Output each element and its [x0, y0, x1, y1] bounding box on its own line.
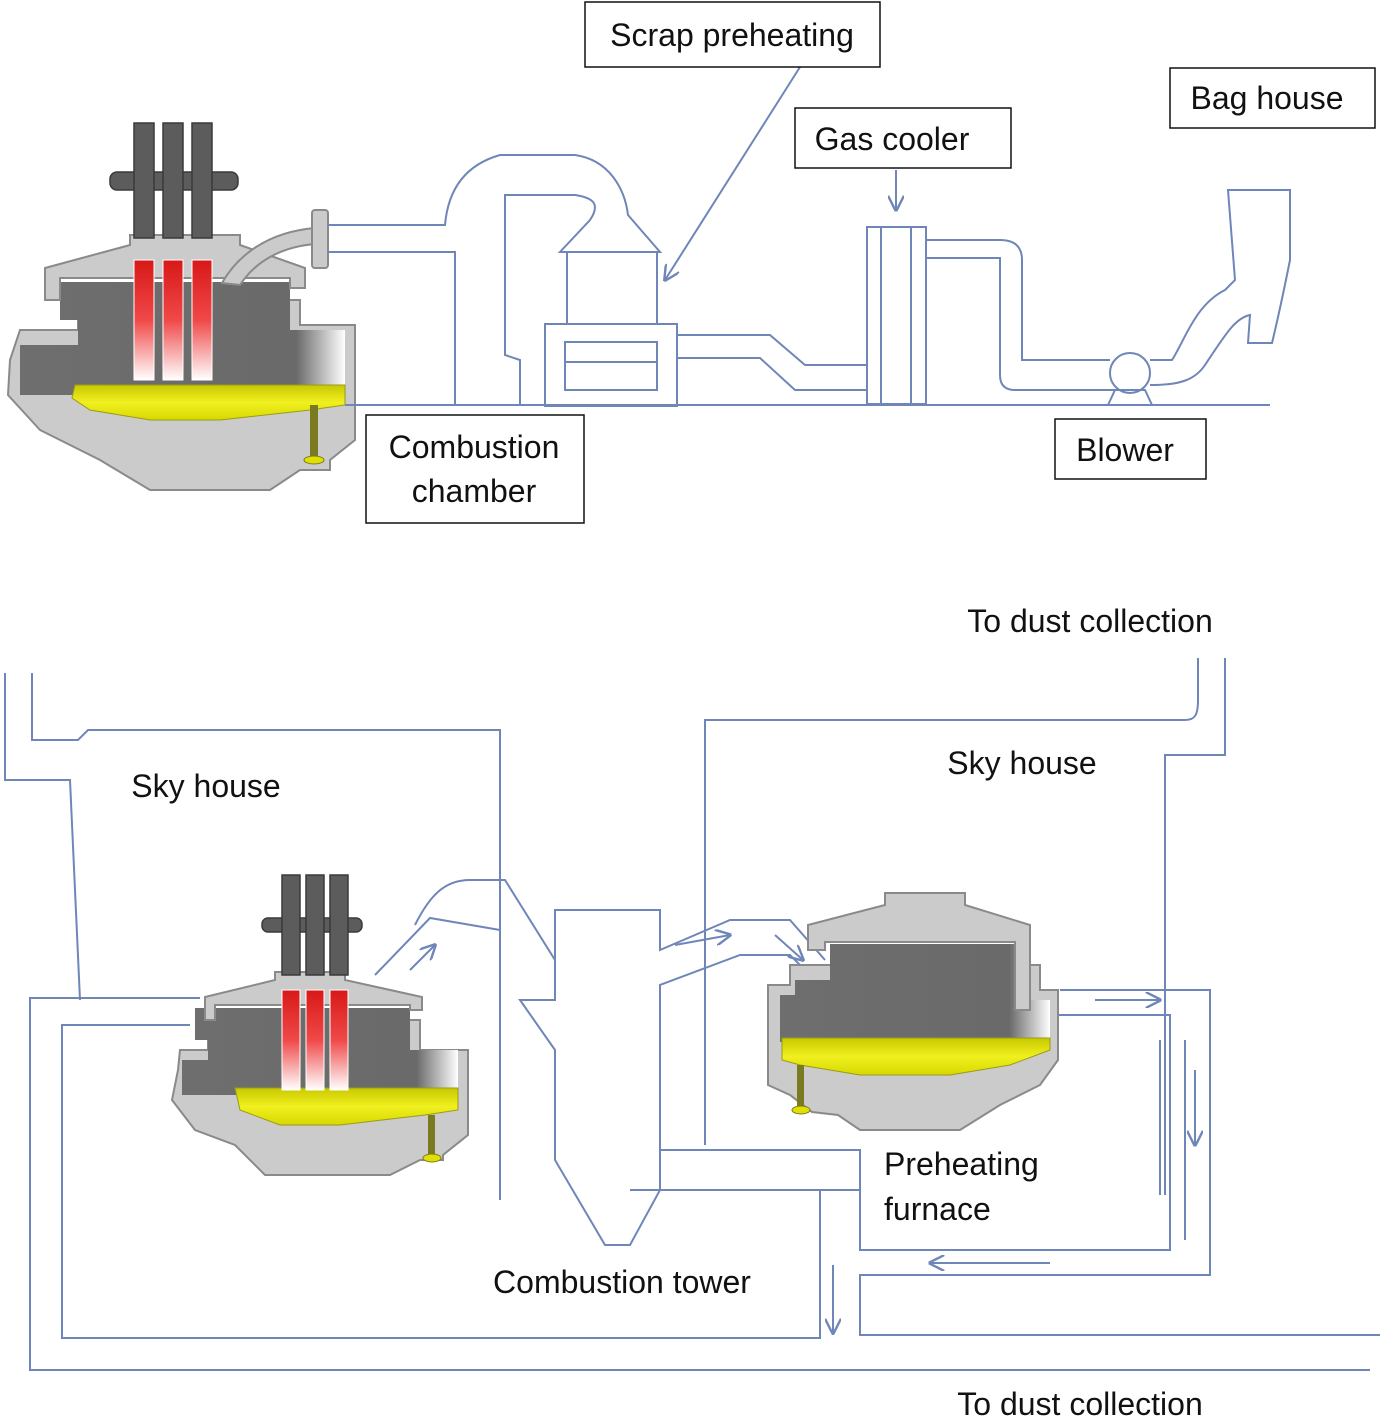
preheating-furnace — [767, 892, 1059, 1131]
sky-house-left-label: Sky house — [131, 768, 280, 804]
scrap-preheating-pointer — [665, 66, 801, 280]
combustion-chamber-label: Combustion chamber — [365, 414, 585, 524]
combustion-tower-label: Combustion tower — [493, 1264, 751, 1300]
electric-arc-furnace-top — [6, 122, 356, 491]
to-dust-collection-bottom-label: To dust collection — [957, 1386, 1202, 1422]
bag-house-label: Bag house — [1169, 67, 1376, 129]
gas-cooler-label: Gas cooler — [794, 107, 1012, 169]
top-gas-ducts — [328, 154, 1291, 407]
svg-text:Blower: Blower — [1076, 432, 1174, 468]
scrap-preheating-label: Scrap preheating — [584, 1, 881, 68]
svg-text:Bag house: Bag house — [1190, 80, 1343, 116]
preheating-furnace-label-line1: Preheating — [884, 1146, 1039, 1182]
preheating-furnace-label-line2: furnace — [884, 1191, 991, 1227]
flow-arrows — [409, 935, 1195, 1333]
svg-text:Combustion: Combustion — [389, 429, 560, 465]
sky-house-right-label: Sky house — [947, 745, 1096, 781]
svg-text:Scrap preheating: Scrap preheating — [610, 17, 854, 53]
svg-text:Gas cooler: Gas cooler — [815, 121, 970, 157]
blower-label: Blower — [1054, 418, 1207, 480]
top-diagram: Scrap preheating Bag house Gas cooler Co… — [6, 1, 1376, 524]
electric-arc-furnace-bottom — [170, 874, 469, 1176]
bottom-diagram: To dust collection Sky house Sky house P… — [4, 603, 1380, 1422]
to-dust-collection-top-label: To dust collection — [967, 603, 1212, 639]
svg-text:chamber: chamber — [412, 473, 537, 509]
bottom-ductwork — [4, 658, 1380, 1371]
